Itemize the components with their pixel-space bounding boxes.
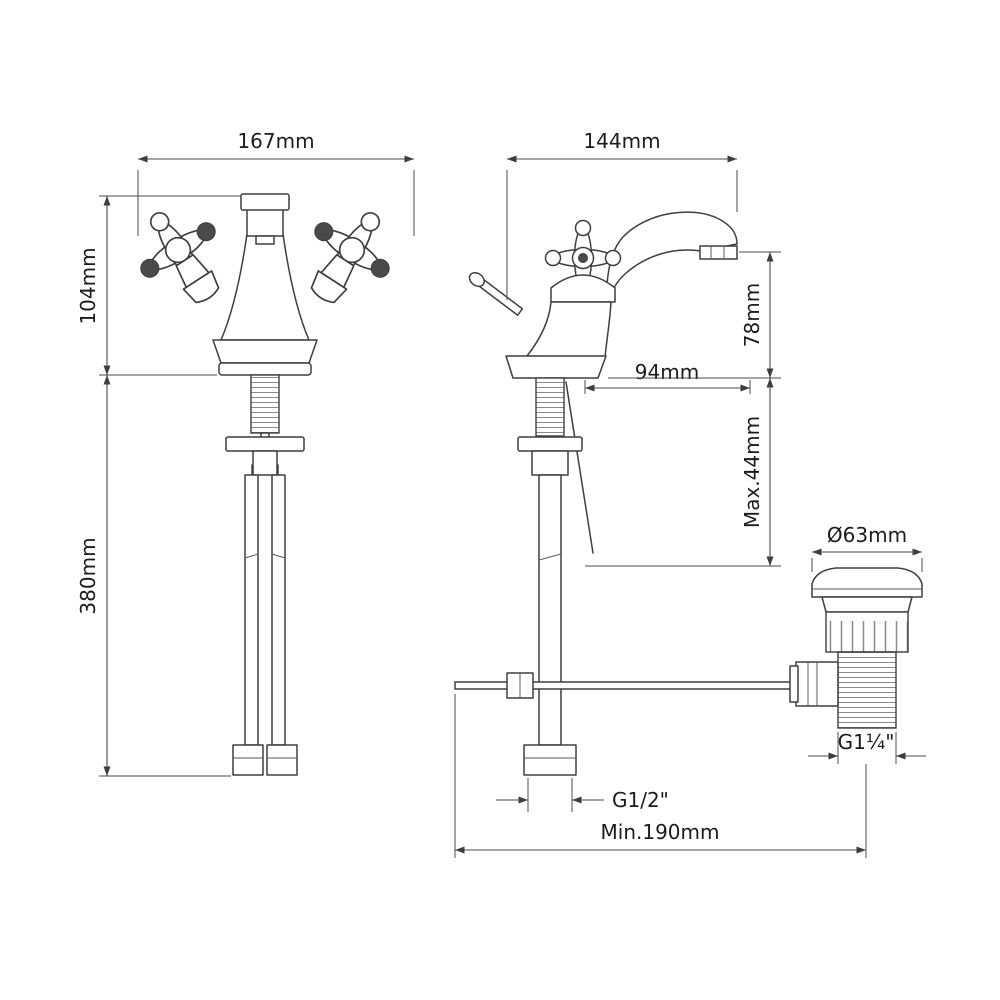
dim-waste-diameter: Ø63mm bbox=[811, 523, 923, 572]
front-lower-height-label: 380mm bbox=[76, 537, 100, 614]
dim-front-lower-height: 380mm bbox=[76, 375, 231, 777]
spout-height-label: 78mm bbox=[740, 283, 764, 347]
front-right-handle-icon bbox=[284, 190, 412, 322]
inlet-thread-label: G1/2" bbox=[612, 788, 669, 812]
front-upper-height-label: 104mm bbox=[76, 247, 100, 324]
dim-front-upper-height: 104mm bbox=[76, 195, 241, 376]
side-popup-lever bbox=[468, 271, 524, 316]
popup-rod bbox=[454, 672, 798, 699]
waste-body bbox=[789, 567, 923, 729]
dim-side-width: 144mm bbox=[506, 129, 738, 300]
side-handle-icon bbox=[544, 219, 622, 289]
side-base bbox=[505, 355, 607, 379]
front-width-label: 167mm bbox=[237, 129, 314, 153]
side-spout bbox=[605, 211, 738, 303]
waste-assembly: Ø63mm G1¼" bbox=[789, 523, 926, 764]
dim-front-width: 167mm bbox=[137, 129, 415, 236]
dim-min-install-depth: Min.190mm bbox=[454, 694, 867, 858]
side-undermount bbox=[517, 377, 594, 776]
dim-spout-height: 78mm bbox=[608, 251, 781, 379]
side-view: 144mm 94mm 78mm Max.44mm G1/2" bbox=[454, 129, 867, 858]
dim-spout-reach: 94mm bbox=[584, 360, 751, 394]
waste-thread-label: G1¼" bbox=[838, 730, 895, 754]
front-view: 167mm 104mm 380mm bbox=[76, 129, 415, 777]
side-handle-dome bbox=[550, 274, 616, 303]
dim-inlet-thread: G1/2" bbox=[496, 778, 669, 812]
side-body bbox=[526, 301, 612, 358]
min-depth-label: Min.190mm bbox=[601, 820, 720, 844]
dim-waste-thread: G1¼" bbox=[808, 730, 926, 764]
spout-reach-label: 94mm bbox=[635, 360, 699, 384]
dim-max-deck-thickness: Max.44mm bbox=[585, 378, 781, 567]
side-width-label: 144mm bbox=[583, 129, 660, 153]
waste-diameter-label: Ø63mm bbox=[827, 523, 907, 547]
front-body bbox=[212, 193, 318, 376]
max-thickness-label: Max.44mm bbox=[740, 416, 764, 528]
front-undermount bbox=[225, 374, 305, 776]
